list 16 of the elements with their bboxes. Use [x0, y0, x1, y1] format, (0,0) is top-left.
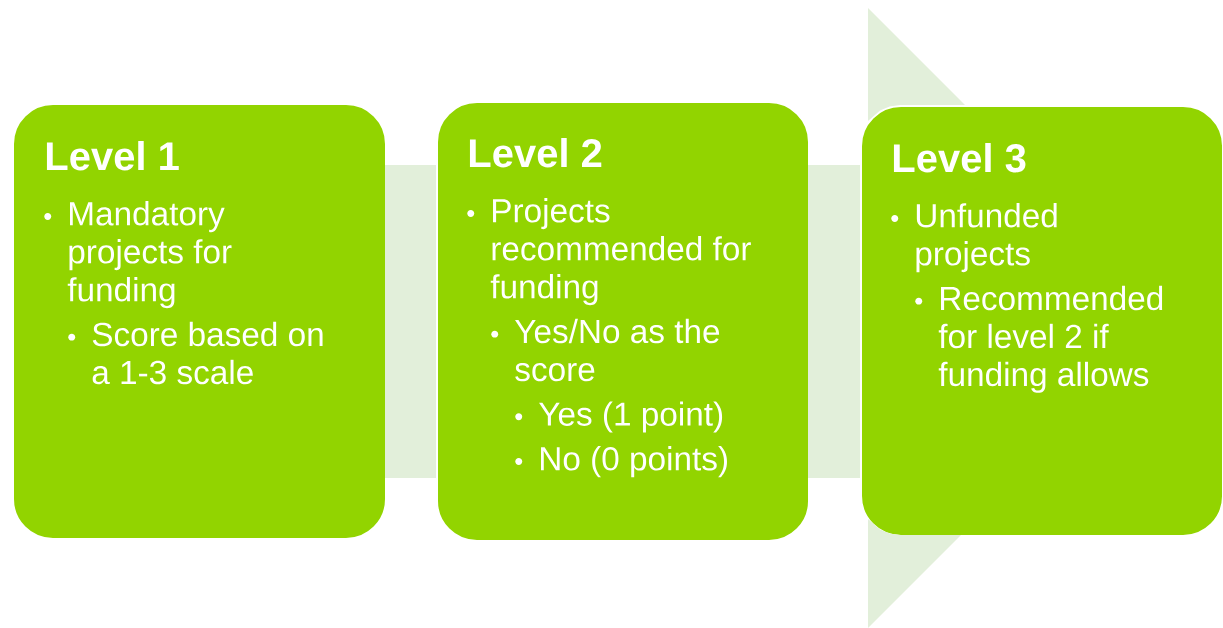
bullet-item: Yes (1 point) [515, 401, 723, 433]
process-box [860, 105, 1223, 537]
heading: Level 2 [469, 138, 602, 168]
heading: Level 1 [46, 141, 179, 171]
bullet-item: Projects recommended for funding [467, 198, 751, 306]
bullet-item: Unfunded projects [891, 203, 1057, 273]
process-box [12, 103, 387, 540]
process-box [436, 101, 810, 542]
block-arrow [385, 165, 436, 478]
bullet-item: Score based on a 1-3 scale [68, 321, 323, 385]
bullet-item: Yes/No as the score [491, 318, 720, 382]
bullet-item: Recommended for level 2 if funding allows [915, 285, 1163, 393]
bullet-item: Mandatory projects for funding [44, 201, 232, 309]
heading: Level 3 [893, 143, 1026, 173]
block-arrow [808, 8, 965, 628]
bullet-item: No (0 points) [515, 446, 727, 478]
